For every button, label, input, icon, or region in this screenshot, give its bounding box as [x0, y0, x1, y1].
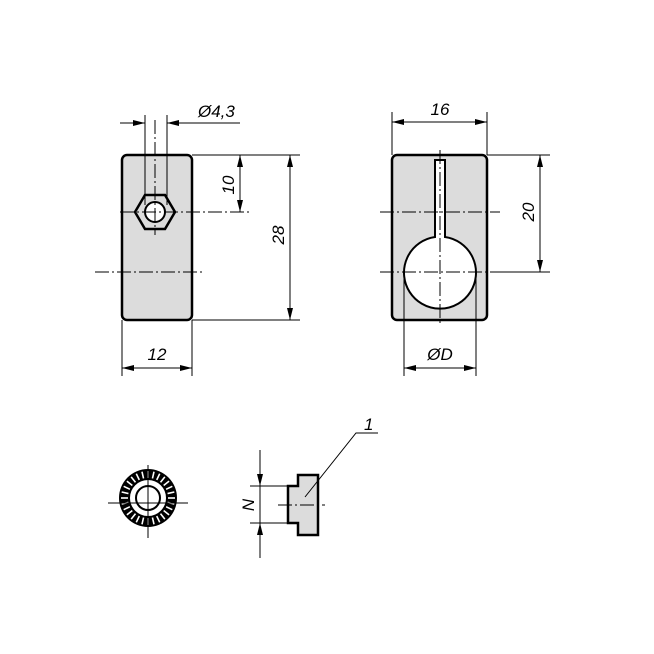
- knurl-tooth: [167, 491, 175, 495]
- item-number-label: 1: [364, 415, 373, 434]
- left-view: Ø4,3 10 28 12: [95, 102, 300, 376]
- knurl-tooth: [121, 491, 129, 495]
- knurl-tooth: [123, 485, 131, 491]
- knurl-tooth: [141, 517, 145, 525]
- knurl-tooth: [130, 476, 137, 483]
- knurl-tooth: [151, 471, 155, 479]
- knurl-tooth: [163, 509, 170, 516]
- knurl-tooth: [135, 515, 141, 523]
- bore-offset-label: 20: [519, 202, 538, 222]
- knurl-tooth: [159, 513, 166, 520]
- knurl-tooth: [155, 515, 161, 523]
- knurl-tooth: [141, 471, 145, 479]
- knurl-tooth: [130, 513, 137, 520]
- clamp-block-front: [120, 153, 194, 322]
- knurl-tooth: [165, 505, 173, 511]
- width-right-label: 16: [431, 100, 450, 119]
- knurl-tooth: [126, 509, 133, 516]
- knurl-tooth: [155, 473, 161, 481]
- knurled-nut-top-view: [108, 465, 188, 538]
- knurl-tooth: [163, 480, 170, 487]
- knurl-tooth: [151, 517, 155, 525]
- height-label: 28: [269, 225, 288, 245]
- nut-side-view: N 1: [239, 415, 378, 558]
- nut-height-label: N: [239, 498, 258, 511]
- hole-offset-label: 10: [219, 175, 238, 194]
- knurl-tooth: [165, 485, 173, 491]
- knurl-tooth: [159, 476, 166, 483]
- right-view: 16 20 ØD: [380, 100, 550, 376]
- bore-diameter-label: ØD: [426, 345, 453, 364]
- hole-diameter-label: Ø4,3: [197, 102, 235, 121]
- knurl-tooth: [123, 505, 131, 511]
- knurl-tooth: [126, 480, 133, 487]
- width-left-label: 12: [148, 345, 167, 364]
- knurl-tooth: [135, 473, 141, 481]
